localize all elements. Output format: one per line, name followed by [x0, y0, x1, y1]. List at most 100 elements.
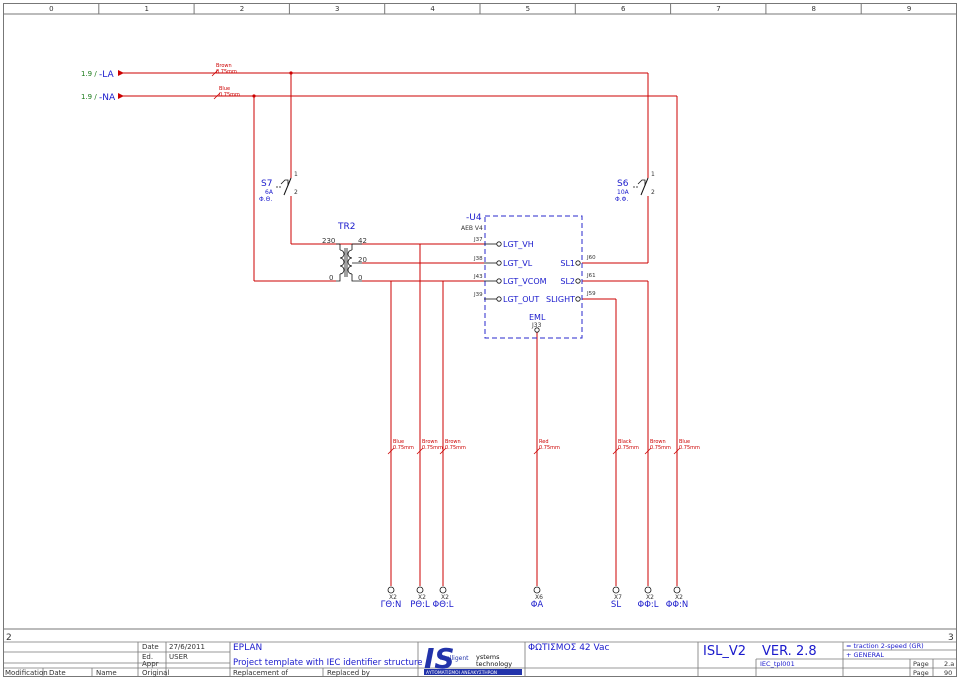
- wire-mark: [439, 447, 447, 455]
- sheet-border: [3, 3, 957, 677]
- la-arrow-icon: [118, 70, 124, 76]
- grid-label-3: 3: [335, 5, 339, 13]
- wire-mark: [644, 447, 652, 455]
- tb-eplan: EPLAN: [233, 643, 262, 653]
- wire-size-label: 0.75mm: [393, 445, 414, 451]
- wiring: [118, 72, 678, 586]
- s7-name: S7: [261, 179, 272, 189]
- terminal-circle: [416, 586, 424, 594]
- terminal-name: SL: [611, 600, 621, 610]
- grid-label-5: 5: [526, 5, 530, 13]
- tb-function: = traction 2-speed (GR): [846, 642, 924, 650]
- la-ref: 1.9 /: [81, 70, 97, 78]
- terminal-circle: [673, 586, 681, 594]
- grid-label-2: 2: [240, 5, 244, 13]
- grid-label-9: 9: [907, 5, 911, 13]
- u4-label-SL2: SL2: [560, 277, 575, 286]
- na-wire-color: Blue: [219, 86, 230, 92]
- logo-bar-text: ΑΥΤΟΜΑΤΙΣΜΟΙ ΑΝΕΛΚΥΣΤΗΡΩΝ: [426, 670, 497, 676]
- tr2-230: 230: [322, 237, 335, 245]
- wire-color-label: Black: [618, 439, 632, 445]
- tb-drawing-title: ΦΩΤΙΣΜΟΣ 42 Vac: [528, 643, 609, 653]
- breaker-s7: S7 6A Φ.Θ. 1 2: [259, 171, 298, 203]
- tb-name-label: Name: [96, 669, 117, 677]
- u4-label-LGT_OUT: LGT_OUT: [503, 295, 539, 304]
- tb-date-value: 27/6/2011: [169, 643, 205, 651]
- logo-line3: technology: [476, 660, 512, 668]
- side-number-right: 3: [948, 633, 954, 643]
- title-block: [3, 641, 957, 677]
- u4-pin-J43: J43: [473, 274, 483, 280]
- u4-pin-terminal: [496, 260, 502, 266]
- wire-mark: [387, 447, 395, 455]
- u4-pin-J61: J61: [586, 273, 596, 279]
- tr2-0-secondary: 0: [358, 274, 362, 282]
- u4-label-LGT_VCOM: LGT_VCOM: [503, 277, 547, 286]
- s6-pin-top: 1: [651, 171, 655, 178]
- terminal-strip: X2: [418, 594, 426, 601]
- company-logo: IS ntelligent ystems technology ΑΥΤΟΜΑΤΙ…: [424, 642, 522, 676]
- u4-pin-J60: J60: [586, 255, 596, 261]
- junction-dots: [252, 71, 293, 98]
- s6-phase: Φ.Φ.: [615, 196, 628, 203]
- u4-name: -U4: [466, 213, 482, 223]
- wire-color-label: Brown: [445, 439, 461, 445]
- tb-replaced-by: Replaced by: [327, 669, 370, 677]
- tb-page-label-1: Page: [913, 660, 929, 668]
- tb-ed-label: Ed.: [142, 653, 153, 661]
- terminal-name: ΡΘ:L: [410, 600, 430, 610]
- s6-rating: 10A: [617, 189, 630, 196]
- terminal-circle: [387, 586, 395, 594]
- wire-mark: [533, 447, 541, 455]
- terminal-strip: X2: [389, 594, 397, 601]
- wire-size-label: 0.75mm: [539, 445, 560, 451]
- wire-color-label: Blue: [679, 439, 690, 445]
- wire-labels: Blue0.75mmBrown0.75mmBrown0.75mmRed0.75m…: [387, 439, 700, 455]
- tb-version: VER. 2.8: [762, 644, 817, 659]
- terminal-circle: [644, 586, 652, 594]
- la-label: -LA: [99, 70, 114, 80]
- grid-label-4: 4: [430, 5, 435, 13]
- s7-pin-top: 1: [294, 171, 298, 178]
- u4-pin-terminal: [496, 241, 502, 247]
- wire-size-label: 0.75mm: [650, 445, 671, 451]
- tr2-0-primary: 0: [329, 274, 333, 282]
- grid-column-dividers: [98, 3, 862, 14]
- grid-label-0: 0: [49, 5, 53, 13]
- s7-rating: 6A: [265, 189, 274, 196]
- tb-date-label: Date: [142, 643, 159, 651]
- la-wire-color: Brown: [216, 63, 232, 69]
- u4-pin-terminal: [575, 296, 581, 302]
- wire-mark: [416, 447, 424, 455]
- terminal-strip: X7: [614, 594, 622, 601]
- tr2-name: TR2: [337, 222, 355, 232]
- wire-color-label: Blue: [393, 439, 404, 445]
- wire-color-label: Red: [539, 439, 549, 445]
- na-ref: 1.9 /: [81, 93, 97, 101]
- tb-location: + GENERAL: [846, 651, 884, 659]
- grid-label-1: 1: [144, 5, 148, 13]
- terminal-circle: [612, 586, 620, 594]
- grid-label-8: 8: [812, 5, 816, 13]
- u4-pin-J37: J37: [473, 237, 483, 243]
- terminal-name: ΦΦ:L: [638, 600, 659, 610]
- terminal-circle: [533, 586, 541, 594]
- wire-size-label: 0.75mm: [445, 445, 466, 451]
- u4-eml-pin: J33: [531, 322, 542, 329]
- logo-line2: ystems: [476, 653, 500, 661]
- wire-color-label: Brown: [422, 439, 438, 445]
- s7-phase: Φ.Θ.: [259, 196, 272, 203]
- terminal-name: ΦΘ:L: [433, 600, 454, 610]
- terminal-name: ΦΑ: [531, 600, 544, 610]
- tr2-42: 42: [358, 237, 367, 245]
- wire-size-label: 0.75mm: [618, 445, 639, 451]
- wire-size-label: 0.75mm: [422, 445, 443, 451]
- tb-page-value-2: 90: [944, 669, 952, 677]
- s7-pin-bottom: 2: [294, 189, 298, 196]
- transformer-tr2: TR2 230 0 42 20 0: [322, 222, 420, 282]
- terminal-name: ΓΘ:N: [381, 600, 402, 610]
- u4-label-LGT_VH: LGT_VH: [503, 240, 534, 249]
